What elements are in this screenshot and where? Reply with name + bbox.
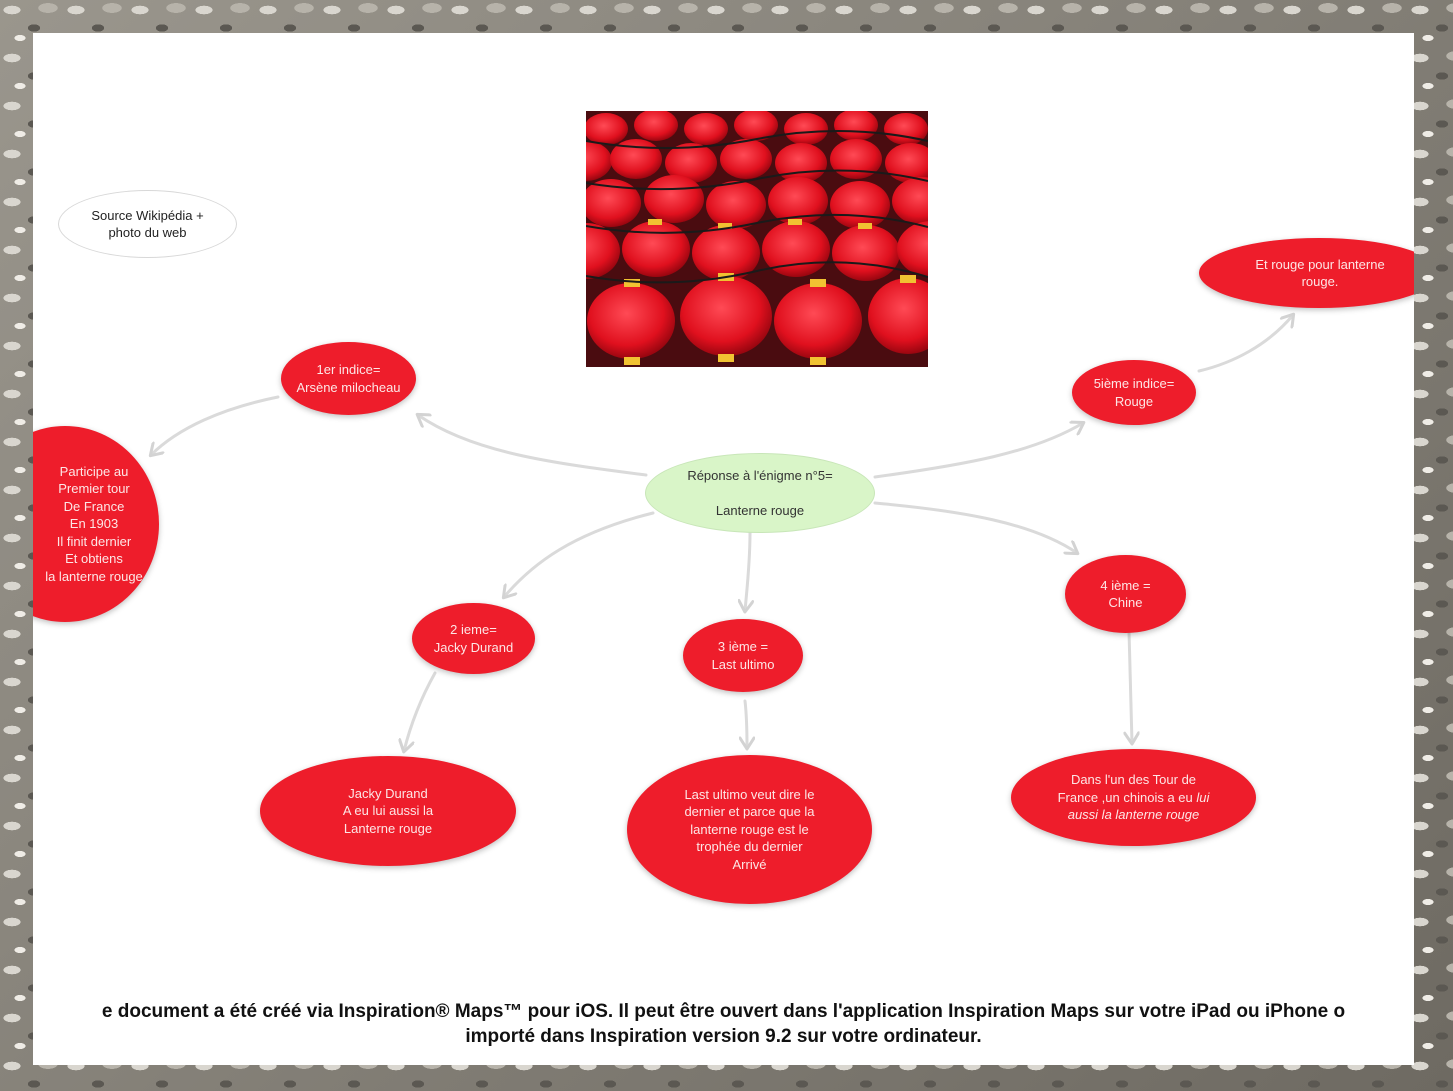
clue5-detail-node[interactable]: Et rouge pour lanterne rouge. <box>1199 238 1414 308</box>
mind-map-canvas: Source Wikipédia + photo du web Réponse … <box>33 33 1414 1065</box>
clue4-detail-node[interactable]: Dans l'un des Tour de France ,un chinois… <box>1011 749 1256 846</box>
clue5-node[interactable]: 5ième indice= Rouge <box>1072 360 1196 425</box>
link-center-to-clue3 <box>745 531 750 611</box>
clue2-label: 2 ieme= Jacky Durand <box>433 622 514 655</box>
footer-note: e document a été créé via Inspiration® M… <box>33 999 1414 1049</box>
clue1-detail-text: Participe au Premier tour De France En 1… <box>45 463 143 584</box>
link-clue4-to-detail <box>1129 629 1132 743</box>
source-note-text: Source Wikipédia + photo du web <box>91 207 204 241</box>
clue1-label: 1er indice= Arsène milocheau <box>296 362 401 395</box>
clue3-detail-node[interactable]: Last ultimo veut dire le dernier et parc… <box>627 755 872 904</box>
connector-lines <box>33 33 1414 1065</box>
link-center-to-clue5 <box>873 423 1083 479</box>
link-clue3-to-detail <box>745 699 747 748</box>
clue5-detail-text: Et rouge pour lanterne rouge. <box>1255 256 1385 290</box>
footer-line-2: importé dans Inspiration version 9.2 sur… <box>465 1026 982 1047</box>
clue2-detail-node[interactable]: Jacky Durand A eu lui aussi la Lanterne … <box>260 756 516 866</box>
link-clue1-to-detail <box>151 395 280 455</box>
clue4-node[interactable]: 4 ième = Chine <box>1065 555 1186 633</box>
source-note[interactable]: Source Wikipédia + photo du web <box>58 190 237 258</box>
clue3-label: 3 ième = Last ultimo <box>711 639 775 672</box>
link-center-to-clue1 <box>418 415 648 477</box>
central-topic-label: Réponse à l'énigme n°5= Lanterne rouge <box>687 467 833 518</box>
clue4-label: 4 ième = Chine <box>1100 577 1151 611</box>
clue2-node[interactable]: 2 ieme= Jacky Durand <box>412 603 535 674</box>
lanterns-photo <box>586 111 928 367</box>
link-center-to-clue2 <box>504 511 655 597</box>
link-clue5-to-detail <box>1197 315 1293 373</box>
link-center-to-clue4 <box>873 501 1077 553</box>
clue1-node[interactable]: 1er indice= Arsène milocheau <box>281 342 416 415</box>
clue3-detail-text: Last ultimo veut dire le dernier et parc… <box>684 786 815 872</box>
link-clue2-to-detail <box>404 671 437 751</box>
clue2-detail-text: Jacky Durand A eu lui aussi la Lanterne … <box>342 785 434 836</box>
footer-line-1: e document a été créé via Inspiration® M… <box>101 1001 1346 1022</box>
clue5-label: 5ième indice= Rouge <box>1093 376 1175 409</box>
central-topic[interactable]: Réponse à l'énigme n°5= Lanterne rouge <box>645 453 875 533</box>
lanterns-image <box>586 111 928 367</box>
clue3-node[interactable]: 3 ième = Last ultimo <box>683 619 803 692</box>
clue4-detail-text: Dans l'un des Tour de France ,un chinois… <box>1057 772 1210 823</box>
